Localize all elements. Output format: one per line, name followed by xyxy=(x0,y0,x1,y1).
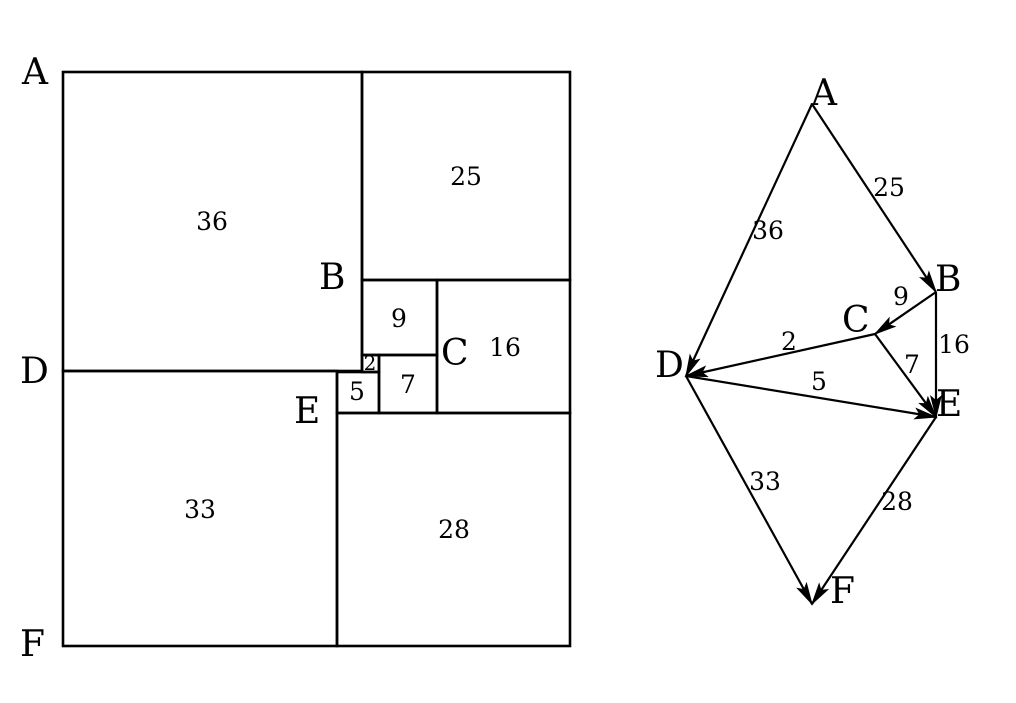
square-16-label: 16 xyxy=(489,333,521,362)
square-2-label: 2 xyxy=(364,351,377,375)
edge-d-f xyxy=(685,375,813,606)
edge-a-b xyxy=(811,103,938,294)
edge-c-d xyxy=(684,332,876,378)
edge-c-e xyxy=(874,333,938,419)
corner-label-e: E xyxy=(294,391,320,432)
squared-rectangle: 36 25 9 16 2 7 5 33 28 A D F B C E xyxy=(20,52,572,665)
edge-label-b-e: 16 xyxy=(938,330,970,359)
edge-e-f xyxy=(810,416,937,606)
square-33-label: 33 xyxy=(184,495,216,524)
edge-d-e xyxy=(685,374,938,420)
node-label-e: E xyxy=(936,384,962,425)
graph-edge-labels: 36 25 9 16 2 7 5 33 28 xyxy=(749,173,970,516)
node-label-d: D xyxy=(655,345,684,386)
square-9-label: 9 xyxy=(391,304,407,333)
node-label-b: B xyxy=(935,259,961,300)
corner-label-a: A xyxy=(21,52,49,93)
edge-label-e-f: 28 xyxy=(881,487,913,516)
directed-graph: 36 25 9 16 2 7 5 33 28 A B C D E F xyxy=(655,73,970,612)
square-25-label: 25 xyxy=(450,162,482,191)
edge-label-a-b: 25 xyxy=(873,173,905,202)
node-label-a: A xyxy=(810,73,838,114)
corner-label-d: D xyxy=(20,351,49,392)
edge-label-c-d: 2 xyxy=(781,327,797,356)
square-5-label: 5 xyxy=(349,377,365,406)
edge-a-d xyxy=(685,103,813,378)
corner-label-f: F xyxy=(20,624,45,665)
square-7-label: 7 xyxy=(400,370,416,399)
edge-label-b-c: 9 xyxy=(893,282,909,311)
edge-label-d-f: 33 xyxy=(749,467,781,496)
edge-label-c-e: 7 xyxy=(904,350,920,379)
node-label-c: C xyxy=(842,300,870,341)
corner-label-c: C xyxy=(441,333,469,374)
square-28-label: 28 xyxy=(438,515,470,544)
graph-edges xyxy=(684,103,942,606)
edge-b-c xyxy=(873,291,937,336)
node-label-f: F xyxy=(830,571,855,612)
graph-node-labels: A B C D E F xyxy=(655,73,962,612)
edge-label-d-e: 5 xyxy=(811,367,827,396)
edge-label-a-d: 36 xyxy=(752,216,784,245)
square-28 xyxy=(335,411,572,648)
corner-label-b: B xyxy=(319,257,345,298)
square-36-label: 36 xyxy=(196,207,228,236)
